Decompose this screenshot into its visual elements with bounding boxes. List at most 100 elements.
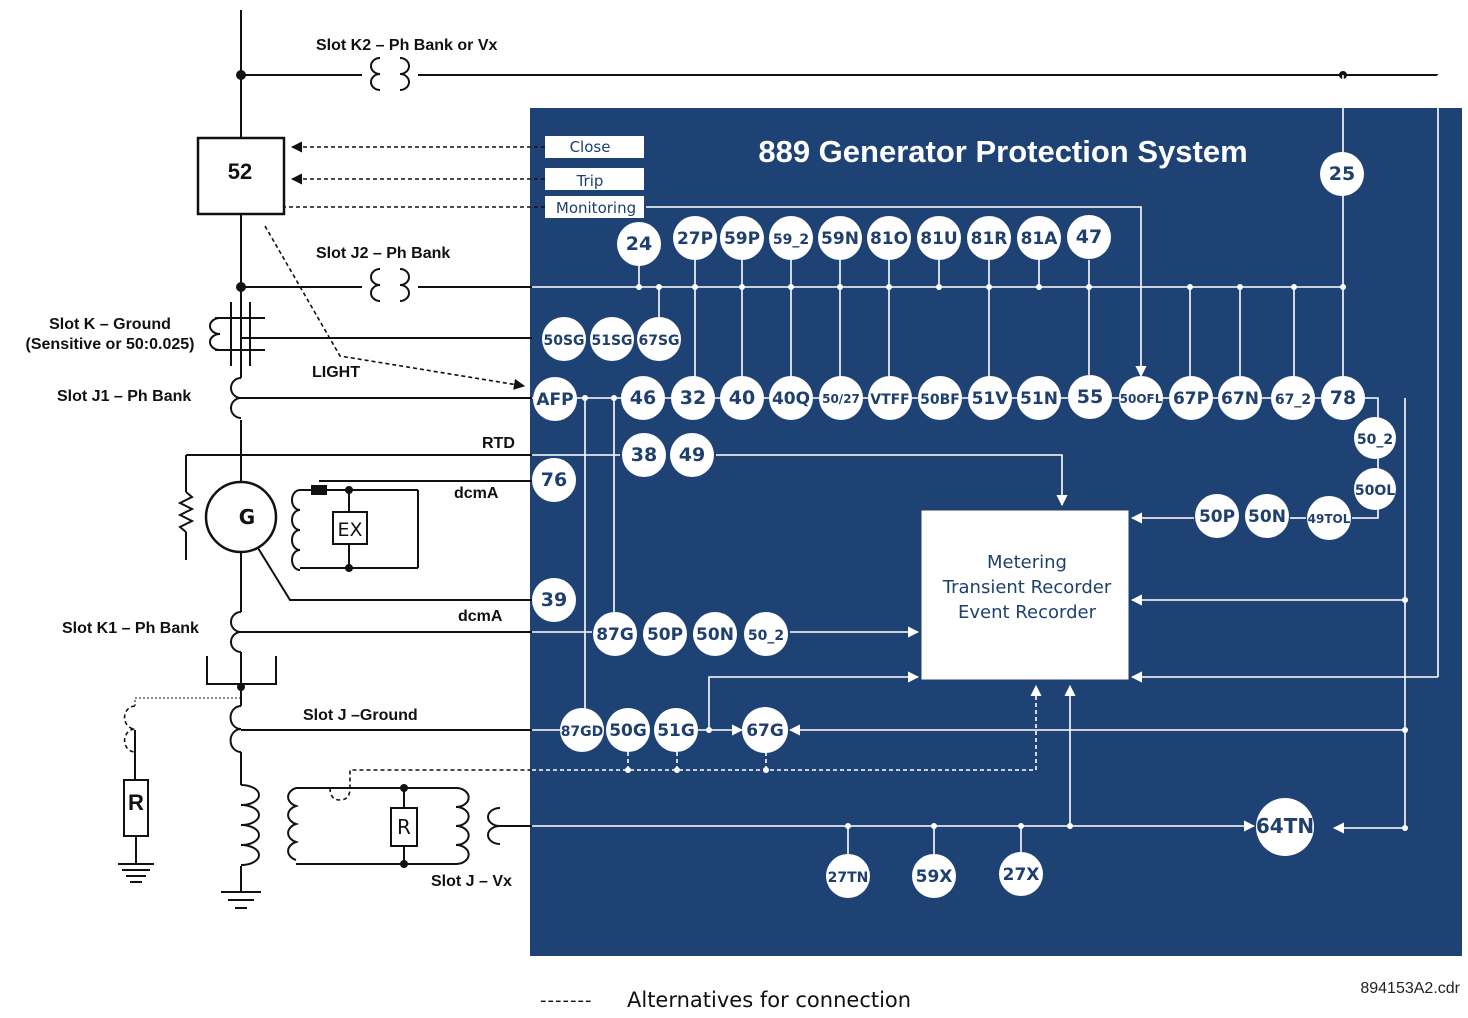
function-circle[interactable] — [1321, 376, 1365, 420]
function-circle[interactable] — [917, 216, 961, 260]
function-circle[interactable] — [1067, 215, 1111, 259]
function-50-2[interactable]: 50_2 — [1354, 417, 1396, 459]
function-50-2[interactable]: 50_2 — [744, 612, 788, 656]
function-circle[interactable] — [818, 216, 862, 260]
trip-button[interactable] — [545, 168, 644, 190]
function-circle[interactable] — [720, 216, 764, 260]
function-circle[interactable] — [643, 612, 687, 656]
function-50ol[interactable]: 50OL — [1354, 468, 1396, 510]
function-circle[interactable] — [1354, 417, 1396, 459]
function-circle[interactable] — [826, 854, 870, 898]
function-81u[interactable]: 81U — [917, 216, 961, 260]
function-87g[interactable]: 87G — [593, 612, 637, 656]
function-circle[interactable] — [693, 612, 737, 656]
function-circle[interactable] — [769, 216, 813, 260]
close-label[interactable]: Close — [570, 138, 611, 156]
function-circle[interactable] — [673, 216, 717, 260]
function-circle[interactable] — [1354, 468, 1396, 510]
function-circle[interactable] — [999, 852, 1043, 896]
monitoring-label[interactable]: Monitoring — [556, 199, 636, 217]
function-circle[interactable] — [593, 612, 637, 656]
function-46[interactable]: 46 — [621, 376, 665, 420]
breaker-52[interactable] — [196, 136, 286, 216]
function-38[interactable]: 38 — [622, 433, 666, 477]
function-circle[interactable] — [769, 376, 813, 420]
function-78[interactable]: 78 — [1321, 376, 1365, 420]
function-vtff[interactable]: VTFF — [868, 376, 912, 420]
function-circle[interactable] — [590, 317, 634, 361]
function-67p[interactable]: 67P — [1169, 376, 1213, 420]
function-circle[interactable] — [1256, 798, 1314, 856]
function-circle[interactable] — [532, 578, 576, 622]
function-circle[interactable] — [1017, 376, 1061, 420]
function-50n[interactable]: 50N — [693, 612, 737, 656]
function-circle[interactable] — [670, 433, 714, 477]
function-circle[interactable] — [1218, 376, 1262, 420]
function-51g[interactable]: 51G — [654, 708, 698, 752]
function-24[interactable]: 24 — [617, 222, 661, 266]
function-32[interactable]: 32 — [671, 376, 715, 420]
function-81r[interactable]: 81R — [967, 216, 1011, 260]
function-circle[interactable] — [1195, 494, 1239, 538]
function-50sg[interactable]: 50SG — [542, 317, 586, 361]
function-39[interactable]: 39 — [532, 578, 576, 622]
function-circle[interactable] — [542, 317, 586, 361]
function-25[interactable]: 25 — [1320, 152, 1364, 196]
function-circle[interactable] — [637, 317, 681, 361]
function-55[interactable]: 55 — [1068, 375, 1112, 419]
function-51n[interactable]: 51N — [1017, 376, 1061, 420]
function-50-27[interactable]: 50/27 — [819, 376, 863, 420]
function-circle[interactable] — [744, 612, 788, 656]
function-circle[interactable] — [968, 376, 1012, 420]
function-50ofl[interactable]: 50OFL — [1119, 376, 1163, 420]
function-50n[interactable]: 50N — [1245, 494, 1289, 538]
monitoring-button[interactable] — [545, 196, 644, 218]
function-circle[interactable] — [1320, 152, 1364, 196]
function-50g[interactable]: 50G — [606, 708, 650, 752]
function-50p[interactable]: 50P — [1195, 494, 1239, 538]
function-59-2[interactable]: 59_2 — [769, 216, 813, 260]
function-circle[interactable] — [532, 458, 576, 502]
function-67n[interactable]: 67N — [1218, 376, 1262, 420]
function-59n[interactable]: 59N — [818, 216, 862, 260]
function-circle[interactable] — [918, 376, 962, 420]
function-circle[interactable] — [671, 376, 715, 420]
function-circle[interactable] — [560, 708, 604, 752]
function-67g[interactable]: 67G — [742, 707, 788, 753]
function-40[interactable]: 40 — [720, 376, 764, 420]
function-49tol[interactable]: 49TOL — [1307, 496, 1351, 540]
function-circle[interactable] — [819, 376, 863, 420]
function-circle[interactable] — [533, 377, 577, 421]
function-51v[interactable]: 51V — [968, 376, 1012, 420]
function-circle[interactable] — [967, 216, 1011, 260]
function-50bf[interactable]: 50BF — [918, 376, 962, 420]
metering-box[interactable] — [920, 509, 1130, 681]
function-27x[interactable]: 27X — [999, 852, 1043, 896]
function-76[interactable]: 76 — [532, 458, 576, 502]
function-64tn[interactable]: 64TN — [1256, 798, 1314, 856]
function-circle[interactable] — [720, 376, 764, 420]
function-circle[interactable] — [622, 433, 666, 477]
function-59x[interactable]: 59X — [912, 854, 956, 898]
function-81o[interactable]: 81O — [867, 216, 911, 260]
function-circle[interactable] — [1307, 496, 1351, 540]
trip-label[interactable]: Trip — [576, 172, 604, 190]
function-circle[interactable] — [1068, 375, 1112, 419]
function-circle[interactable] — [1169, 376, 1213, 420]
function-27tn[interactable]: 27TN — [826, 854, 870, 898]
function-circle[interactable] — [912, 854, 956, 898]
function-67-2[interactable]: 67_2 — [1271, 376, 1315, 420]
function-49[interactable]: 49 — [670, 433, 714, 477]
function-51sg[interactable]: 51SG — [590, 317, 634, 361]
function-40q[interactable]: 40Q — [769, 376, 813, 420]
function-circle[interactable] — [1017, 216, 1061, 260]
function-circle[interactable] — [1119, 376, 1163, 420]
function-81a[interactable]: 81A — [1017, 216, 1061, 260]
function-47[interactable]: 47 — [1067, 215, 1111, 259]
function-circle[interactable] — [1245, 494, 1289, 538]
function-59p[interactable]: 59P — [720, 216, 764, 260]
function-circle[interactable] — [617, 222, 661, 266]
function-circle[interactable] — [654, 708, 698, 752]
function-circle[interactable] — [621, 376, 665, 420]
function-87gd[interactable]: 87GD — [560, 708, 604, 752]
